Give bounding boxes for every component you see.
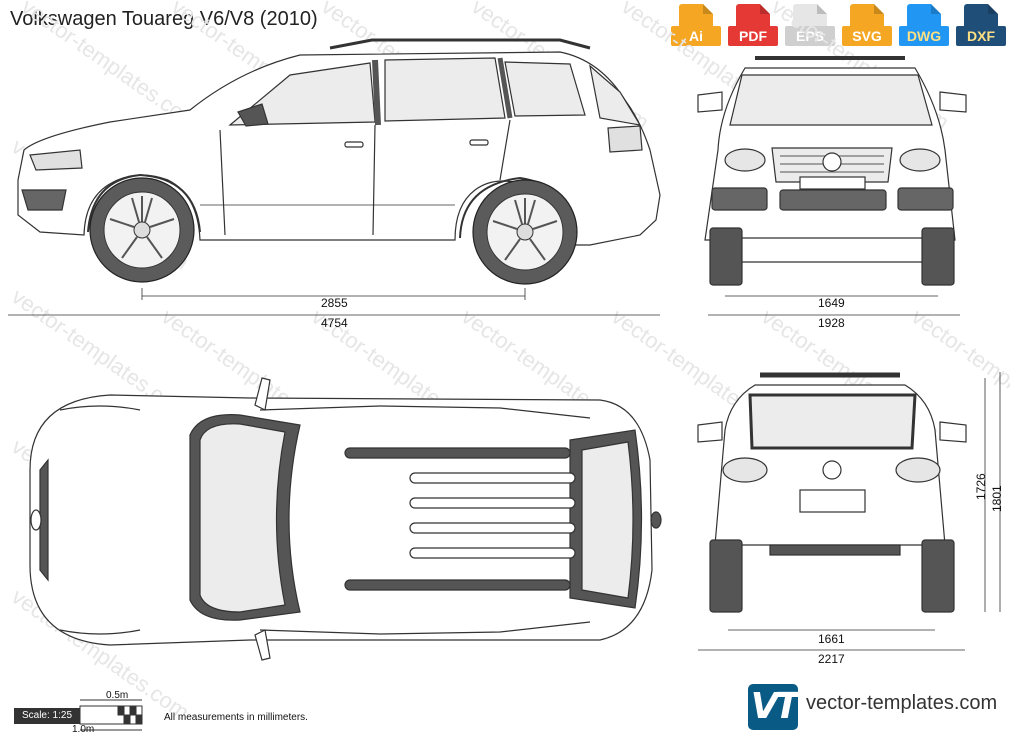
scale-full-label: 1.0m: [72, 724, 95, 735]
scale-bar: [79, 699, 143, 731]
page-title: Volkswagen Touareg V6/V8 (2010): [10, 8, 318, 30]
measurements-note: All measurements in millimeters.: [164, 712, 308, 723]
scale-half-label: 0.5m: [106, 690, 129, 701]
format-pdf-button[interactable]: PDF: [728, 4, 778, 50]
front-dimension-lines: [708, 295, 960, 316]
format-svg-button[interactable]: SVG: [842, 4, 892, 50]
format-label: Ai: [689, 28, 703, 44]
front-view: [697, 56, 967, 286]
scale-label: Scale: 1:25: [14, 708, 80, 724]
format-label: SVG: [852, 28, 882, 44]
format-label: DWG: [906, 28, 942, 44]
rear-track-dimension: 1661: [818, 632, 845, 646]
mirror-width-dimension: 2217: [818, 652, 845, 666]
front-width-dimension: 1928: [818, 316, 845, 330]
format-label: EPS: [795, 28, 824, 44]
side-dimension-lines: [8, 288, 660, 316]
side-view: [17, 38, 661, 285]
vt-logo: VT: [748, 684, 799, 730]
wheelbase-dimension: 2855: [321, 296, 348, 310]
format-ai-button[interactable]: Ai: [671, 4, 721, 50]
length-dimension: 4754: [321, 316, 348, 330]
format-dxf-button[interactable]: DXF: [956, 4, 1006, 50]
rear-view: [697, 372, 967, 613]
front-track-dimension: 1649: [818, 296, 845, 310]
format-label: PDF: [739, 28, 767, 44]
format-label: DXF: [967, 28, 995, 44]
top-view: [29, 377, 662, 661]
format-badges: Ai PDF EPS SVG DWG DXF: [671, 4, 1006, 50]
rear-dimension-lines: [698, 372, 1001, 651]
format-eps-button[interactable]: EPS: [785, 4, 835, 50]
format-dwg-button[interactable]: DWG: [899, 4, 949, 50]
total-height-dimension: 1801: [990, 485, 1004, 512]
body-height-dimension: 1726: [974, 473, 988, 500]
site-link[interactable]: vector-templates.com: [806, 692, 998, 714]
